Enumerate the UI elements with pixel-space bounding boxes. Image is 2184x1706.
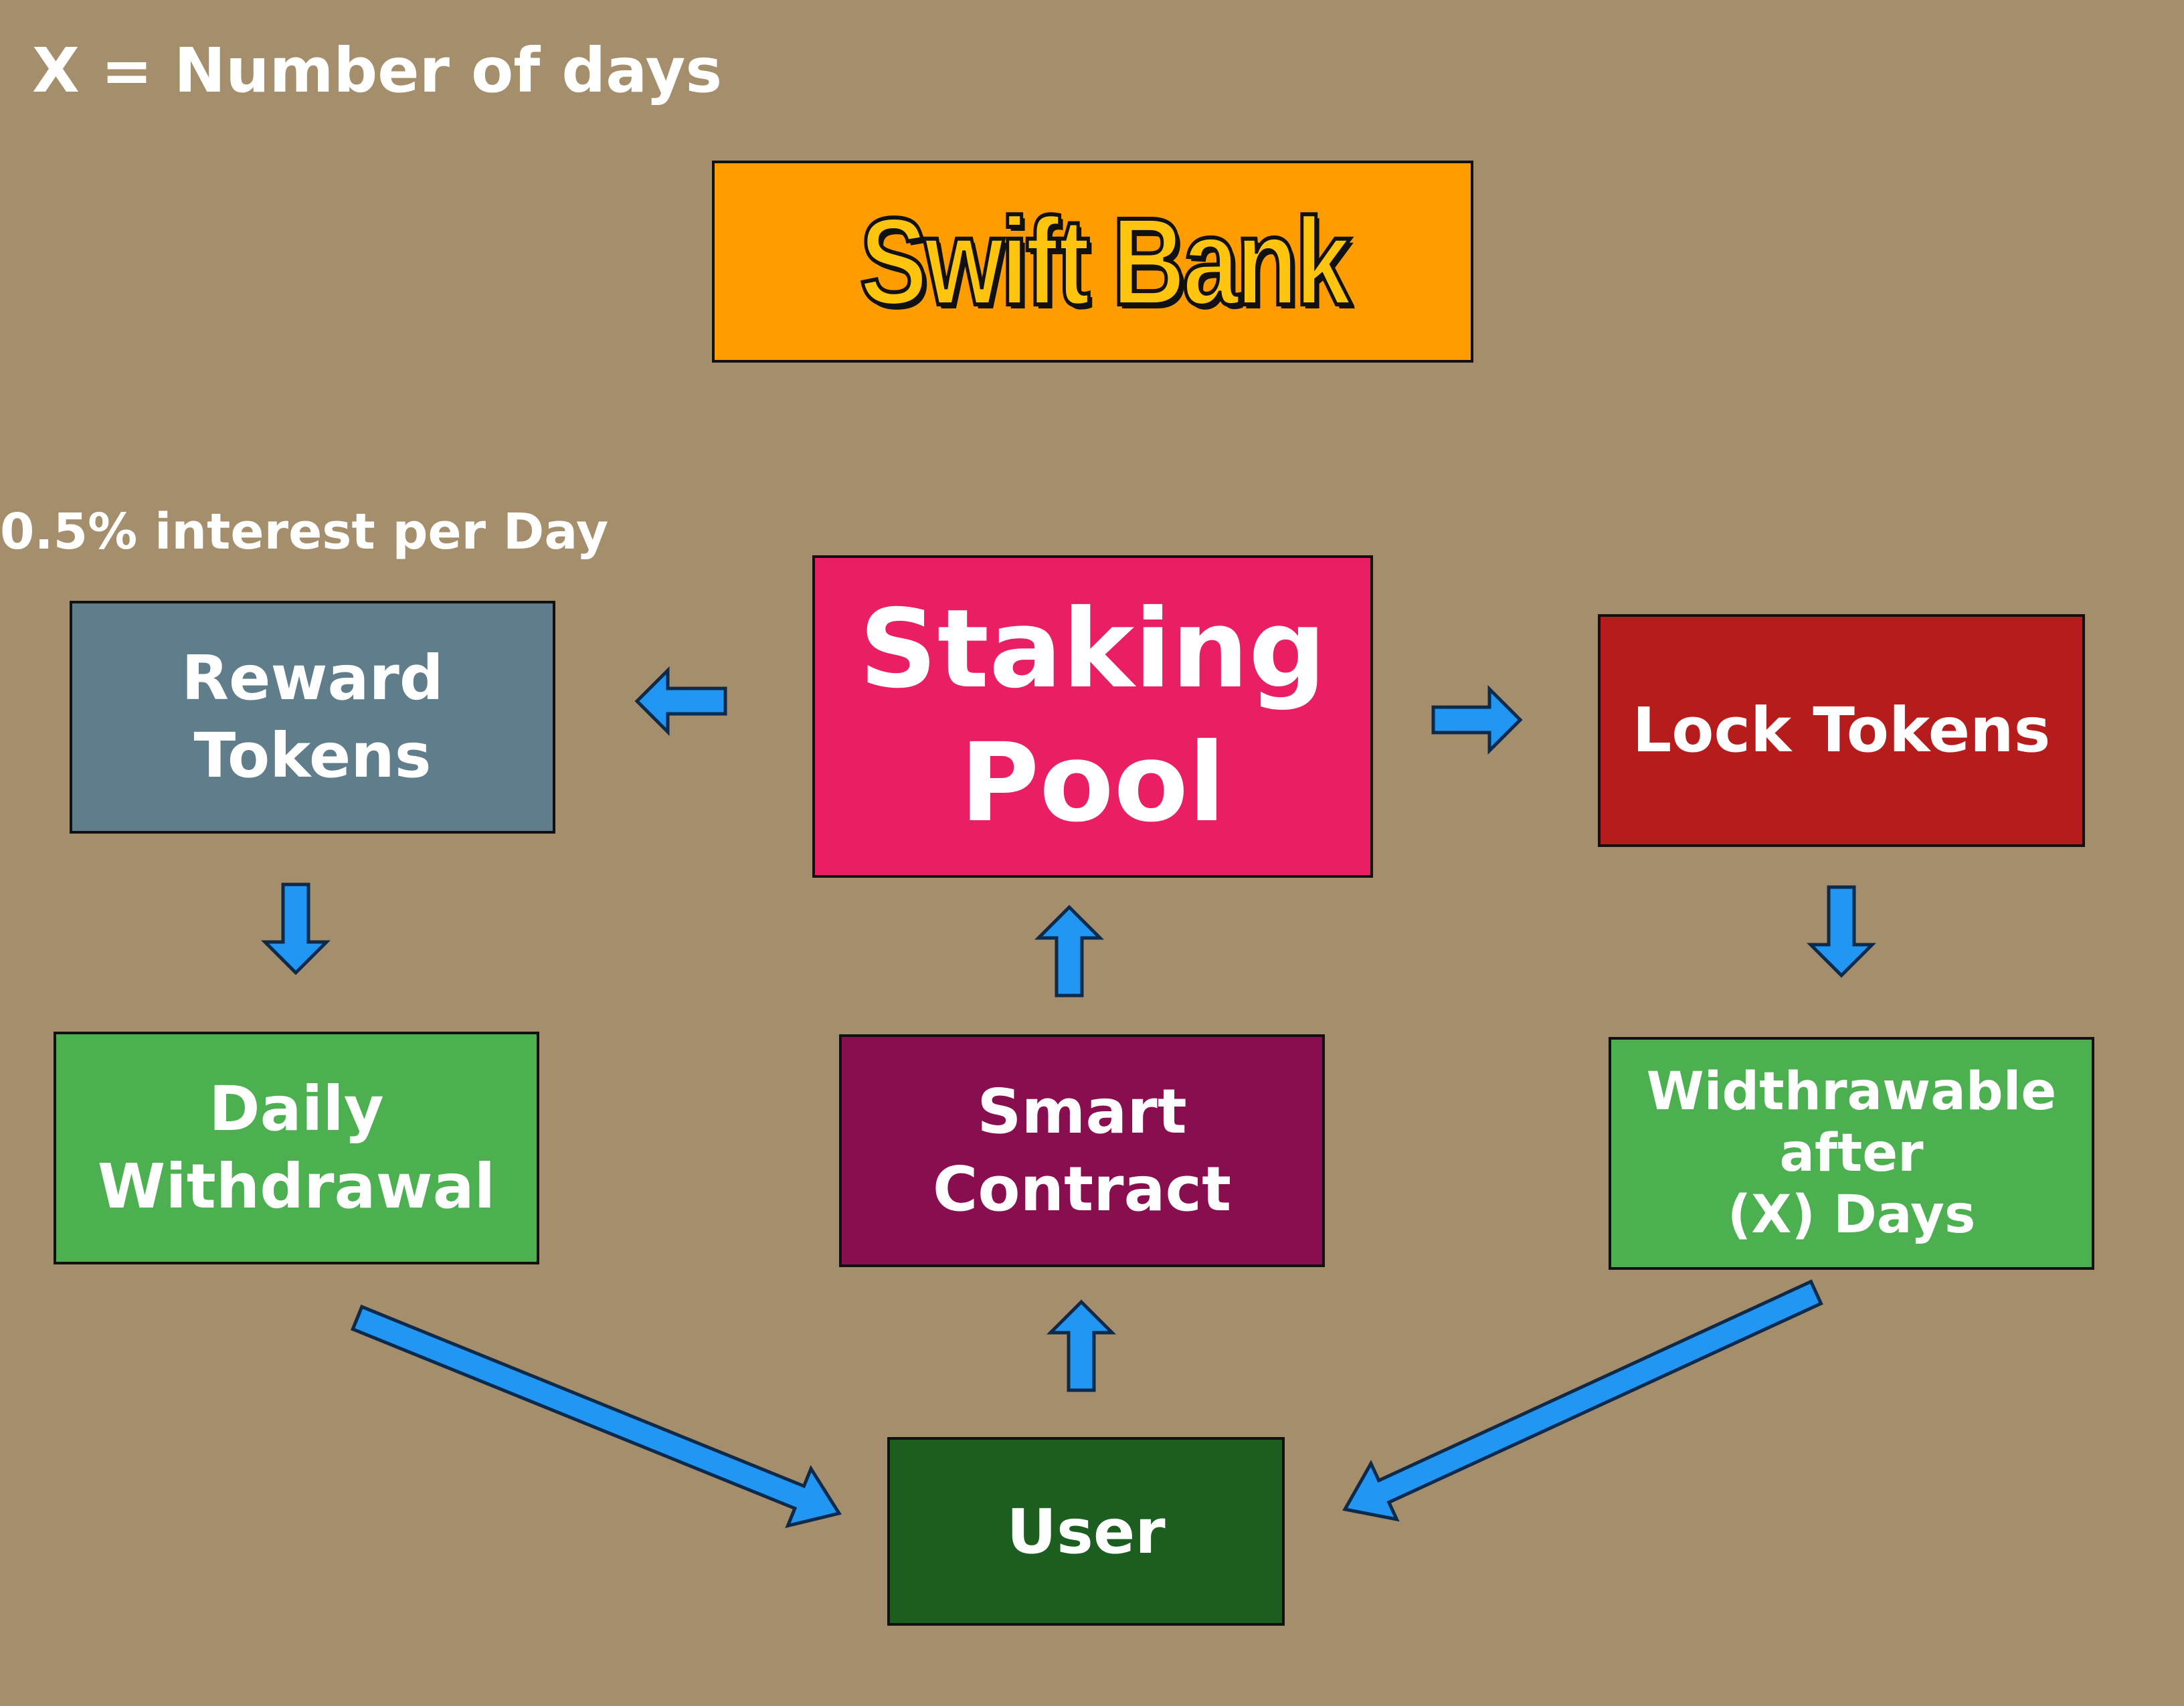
staking-pool-node: Staking Pool <box>812 555 1373 878</box>
arrow-user-to-contract <box>1046 1299 1117 1392</box>
withdrawable-label-line-2: after <box>1779 1123 1924 1183</box>
user-node: User <box>887 1437 1285 1626</box>
smart-contract-node: Smart Contract <box>839 1034 1325 1267</box>
smart-contract-label-line-1: Smart <box>977 1076 1187 1147</box>
daily-withdrawal-label-line-2: Withdrawal <box>97 1151 496 1222</box>
arrow-contract-to-pool <box>1034 905 1105 998</box>
withdrawable-node: Widthrawable after (X) Days <box>1609 1037 2094 1270</box>
lock-tokens-label: Lock Tokens <box>1632 694 2051 766</box>
arrow-withdrawable-to-user <box>1342 1279 1823 1522</box>
arrow-staking-to-lock <box>1431 684 1523 755</box>
arrow-reward-to-daily <box>260 882 331 975</box>
reward-tokens-label-line-2: Tokens <box>193 720 432 791</box>
days-legend: X = Number of days <box>32 35 723 106</box>
daily-withdrawal-node: Daily Withdrawal <box>54 1032 539 1264</box>
reward-tokens-node: Reward Tokens <box>70 601 555 834</box>
user-label: User <box>1006 1495 1166 1568</box>
withdrawable-label-line-1: Widthrawable <box>1646 1062 2057 1122</box>
swift-bank-logo: Swift Bank <box>712 161 1473 363</box>
arrow-lock-to-withdrawable <box>1806 885 1877 978</box>
arrow-staking-to-reward <box>634 666 727 737</box>
daily-withdrawal-label-line-1: Daily <box>209 1073 384 1145</box>
interest-note: 0.5% interest per Day <box>0 503 609 561</box>
swift-bank-label: Swift Bank <box>858 191 1353 333</box>
reward-tokens-label-line-1: Reward <box>181 642 444 714</box>
arrow-daily-to-user <box>350 1305 842 1529</box>
smart-contract-label-line-2: Contract <box>932 1153 1232 1225</box>
withdrawable-label-line-3: (X) Days <box>1727 1185 1976 1245</box>
staking-pool-label-line-1: Staking <box>859 587 1326 713</box>
lock-tokens-node: Lock Tokens <box>1598 614 2085 847</box>
staking-pool-label-line-2: Pool <box>960 721 1226 846</box>
